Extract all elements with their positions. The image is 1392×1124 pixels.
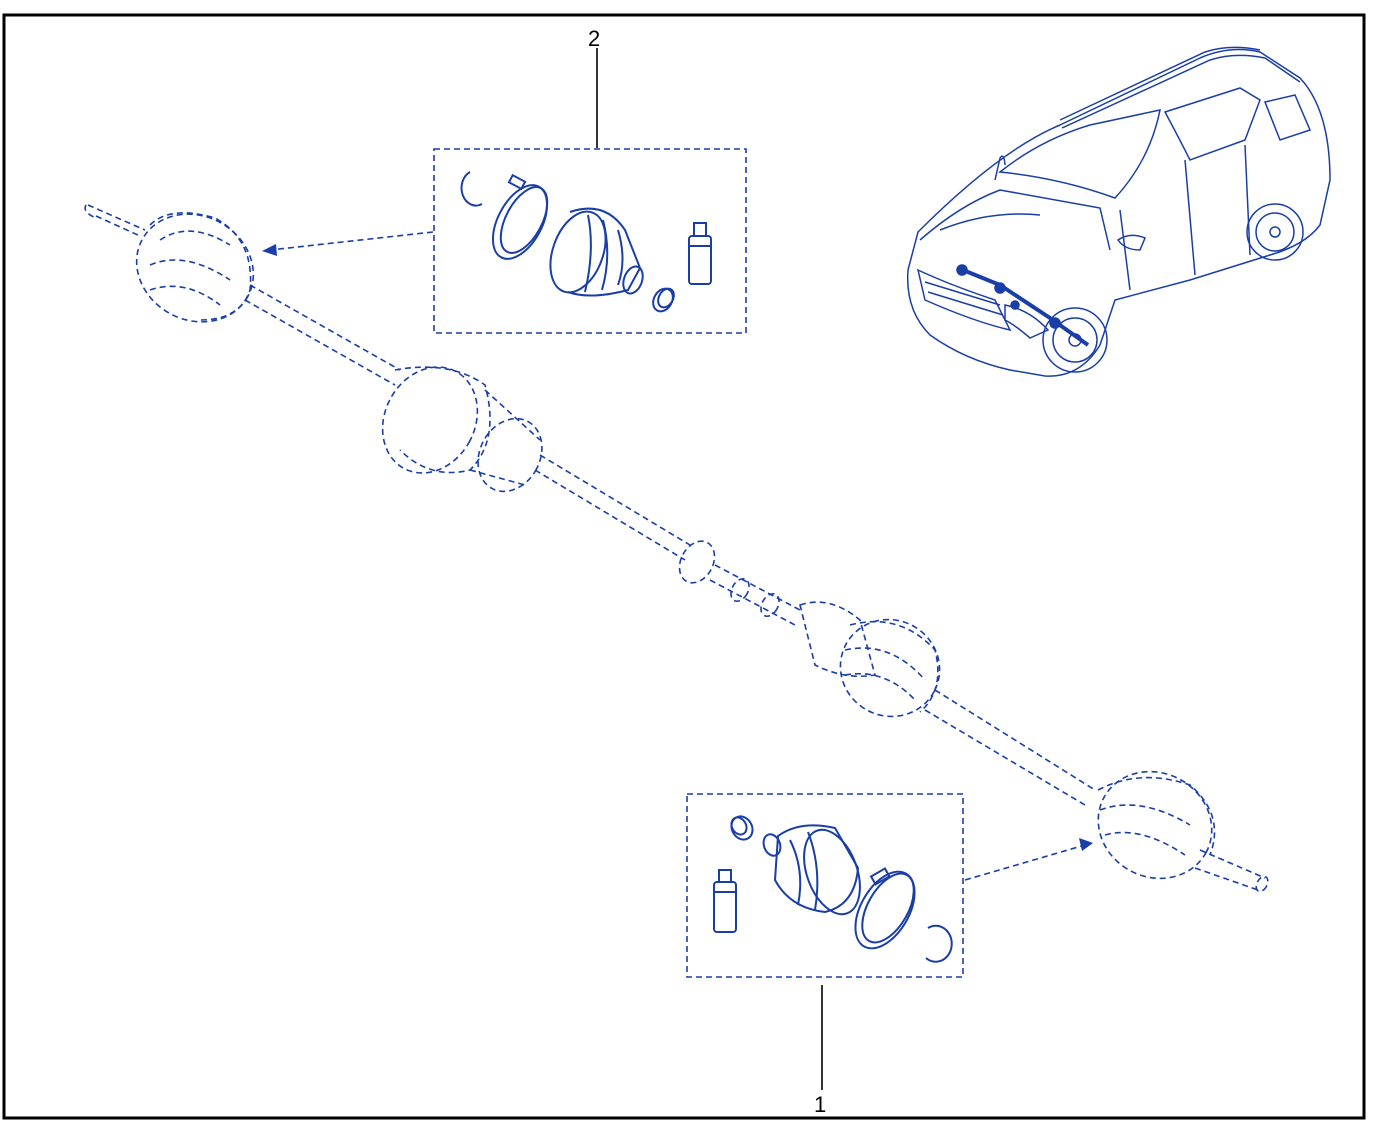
callout-2-label[interactable]: 2	[588, 26, 601, 51]
large-clamp-icon	[491, 173, 549, 260]
large-clamp-icon	[854, 867, 916, 950]
boot-kit-2[interactable]	[433, 148, 747, 334]
small-clamp-icon	[652, 287, 675, 313]
grease-tube-icon	[713, 869, 737, 933]
arrowheads	[262, 244, 1093, 851]
circlip-icon	[460, 171, 483, 207]
callout-1-label[interactable]: 1	[814, 1092, 827, 1117]
small-clamp-icon	[730, 815, 754, 841]
kit-2-box	[433, 148, 747, 334]
boot-icon	[549, 207, 644, 297]
drive-shaft-icon[interactable]	[84, 194, 1270, 898]
boot-icon	[762, 824, 861, 916]
grease-tube-icon	[688, 222, 712, 285]
pointer-arrows	[269, 231, 1086, 881]
circlip-icon	[925, 924, 953, 963]
diagram-frame	[2, 13, 1366, 1120]
kit-1-box	[686, 793, 964, 978]
suv-icon	[906, 46, 1331, 377]
boot-kit-1[interactable]	[686, 793, 964, 978]
